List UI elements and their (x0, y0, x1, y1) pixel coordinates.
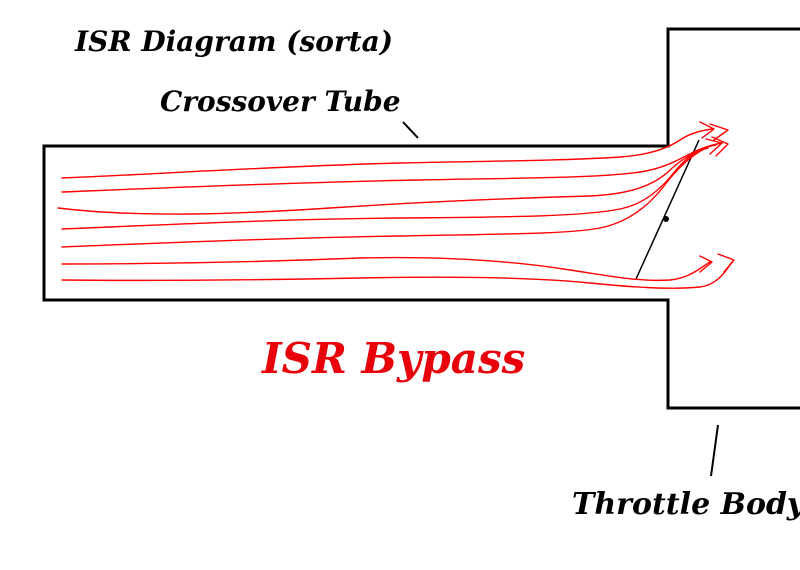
airflow-line (61, 147, 707, 248)
throttle-plate (635, 139, 700, 280)
arrowhead (711, 136, 729, 157)
crossover-tube-leader (402, 121, 419, 139)
airflow-line (61, 142, 723, 193)
airflow-arrowheads (699, 121, 735, 273)
throttle-body-leader (710, 424, 719, 477)
throttle-body-label: Throttle Body (572, 487, 800, 522)
isr-bypass-label: ISR Bypass (262, 334, 526, 383)
crossover-tube-label: Crossover Tube (160, 85, 401, 118)
arrowhead (699, 121, 715, 139)
diagram-title: ISR Diagram (sorta) (75, 25, 394, 58)
airflow-lines (57, 128, 733, 289)
throttle-plate-line (635, 139, 700, 280)
airflow-line (61, 261, 733, 289)
leader-lines (402, 121, 719, 477)
airflow-line (57, 147, 709, 215)
airflow-line (61, 144, 717, 230)
arrowhead (699, 255, 713, 273)
throttle-body-outline (666, 27, 800, 410)
airflow-line (61, 128, 713, 179)
arrowhead (717, 253, 735, 273)
crossover-tube-outline (42, 144, 670, 302)
throttle-plate-pivot (663, 216, 669, 222)
arrowhead (709, 123, 729, 141)
arrowhead (705, 138, 723, 155)
airflow-line (61, 256, 711, 282)
